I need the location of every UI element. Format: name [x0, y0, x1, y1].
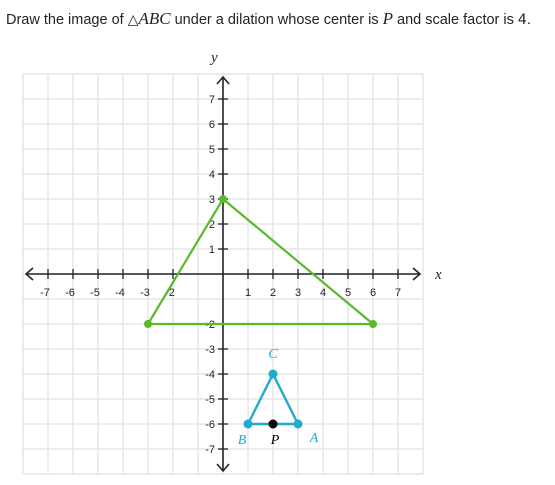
- x-tick-label: -5: [90, 287, 100, 299]
- prompt-middle: under a dilation whose center is: [170, 12, 383, 28]
- vertex-b-point: [243, 419, 253, 429]
- x-tick-label: 1: [245, 287, 251, 299]
- x-tick-label: 7: [395, 287, 401, 299]
- vertex-a-label: A: [309, 431, 319, 446]
- y-tick-label: -4: [205, 369, 215, 381]
- x-tick-label: -3: [140, 287, 150, 299]
- triangle-name: ABC: [138, 9, 171, 28]
- scale-factor: 4: [517, 12, 527, 28]
- y-axis-arrow-up: [216, 76, 230, 85]
- question-prompt: Draw the image of △ABC under a dilation …: [6, 9, 531, 29]
- triangle-symbol: △: [127, 12, 139, 28]
- axes: [25, 76, 421, 472]
- prompt-prefix: Draw the image of: [6, 12, 128, 28]
- y-tick-label: 1: [209, 244, 215, 256]
- shapes[interactable]: A B C P: [144, 195, 377, 448]
- y-axis-label: y: [209, 50, 218, 66]
- y-tick-label: 4: [209, 169, 215, 181]
- y-tick-label: 5: [209, 144, 215, 156]
- y-axis-arrow-down: [216, 463, 230, 472]
- x-tick-label: 6: [370, 287, 376, 299]
- vertex-c-label: C: [268, 347, 278, 362]
- prompt-end: .: [526, 12, 531, 28]
- image-triangle[interactable]: [146, 197, 375, 326]
- x-axis-label: x: [434, 267, 442, 283]
- y-tick-label: -5: [205, 394, 215, 406]
- x-axis-arrow-left: [25, 267, 34, 281]
- y-tick-label: -7: [205, 444, 215, 456]
- prompt-suffix: and scale factor is: [392, 12, 518, 28]
- x-tick-label: -4: [115, 287, 125, 299]
- x-tick-label: -2: [165, 287, 175, 299]
- x-tick-label: 2: [270, 287, 276, 299]
- y-tick-label: 2: [209, 219, 215, 231]
- center-point-p: [268, 419, 278, 429]
- image-vertex-handle[interactable]: [369, 320, 377, 328]
- center-point-label: P: [270, 433, 280, 448]
- x-tick-label: 3: [295, 287, 301, 299]
- image-vertex-handle[interactable]: [144, 320, 152, 328]
- x-tick-label: -6: [65, 287, 75, 299]
- x-axis-arrow-right: [412, 267, 421, 281]
- x-tick-label: -7: [40, 287, 50, 299]
- y-tick-label: 6: [209, 119, 215, 131]
- x-tick-label: 4: [320, 287, 326, 299]
- y-tick-label: -6: [205, 419, 215, 431]
- y-tick-label: 3: [209, 194, 215, 206]
- vertex-b-label: B: [238, 433, 247, 448]
- y-tick-label: 7: [209, 94, 215, 106]
- y-tick-label: -3: [205, 344, 215, 356]
- vertex-c-point: [268, 369, 278, 379]
- center-name: P: [382, 9, 393, 28]
- image-vertex-handle[interactable]: [219, 195, 227, 203]
- x-tick-label: 5: [345, 287, 351, 299]
- vertex-a-point: [293, 419, 303, 429]
